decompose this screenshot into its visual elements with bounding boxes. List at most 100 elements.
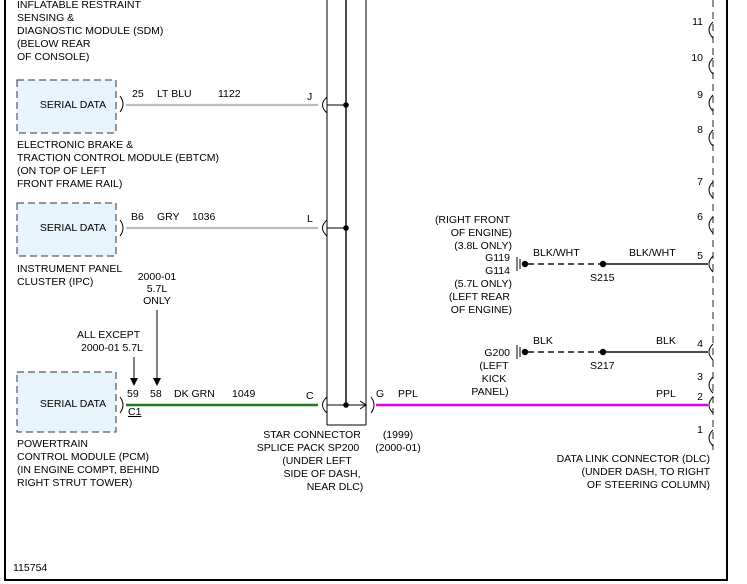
svg-text:ELECTRONIC BRAKE &: ELECTRONIC BRAKE & [17,139,133,151]
svg-text:SIDE OF DASH,: SIDE OF DASH, [283,468,360,480]
ipc-module-box [16,202,117,257]
svg-text:SENSING &: SENSING & [17,12,74,24]
svg-text:NEAR DLC): NEAR DLC) [307,481,364,493]
blk-wht-left-label: BLK/WHT [533,247,580,259]
dlc-pin-cavity-6 [708,216,714,234]
g200-location-label: (LEFT KICK PANEL) [471,360,509,398]
ipc-connector-mark [119,219,124,237]
svg-text:PANEL): PANEL) [471,386,508,398]
svg-text:DATA LINK CONNECTOR (DLC): DATA LINK CONNECTOR (DLC) [557,453,710,465]
svg-text:(UNDER DASH, TO RIGHT: (UNDER DASH, TO RIGHT [581,466,710,478]
svg-text:POWERTRAIN: POWERTRAIN [17,438,88,450]
pcm-connector-mark [119,396,124,414]
g114-label: G114 [485,265,510,277]
ebtcm-wire-color: LT BLU [157,88,192,100]
pcm-splice-pin: C [306,390,314,402]
dlc-pin-number-3: 3 [697,371,703,383]
ipc-pin: B6 [131,211,144,223]
svg-text:(LEFT REAR: (LEFT REAR [449,291,510,303]
dlc-pin-number-7: 7 [697,176,703,188]
pcm-connector-id: C1 [128,406,142,418]
svg-text:(5.7L ONLY): (5.7L ONLY) [454,278,512,290]
dlc-pin-number-5: 5 [697,250,703,262]
svg-text:(IN ENGINE COMPT, BEHIND: (IN ENGINE COMPT, BEHIND [17,464,160,476]
dlc-pin-cavity-11 [708,21,714,39]
ebtcm-label: ELECTRONIC BRAKE & TRACTION CONTROL MODU… [17,139,219,190]
sdm-label: INFLATABLE RESTRAINT SENSING & DIAGNOSTI… [17,0,163,63]
ground-symbol-g200 [516,345,529,359]
svg-text:OF ENGINE): OF ENGINE) [451,304,512,316]
dlc-pin-number-10: 10 [691,52,703,64]
splice-pack-bus [326,0,367,426]
dlc-pin-cavity-10 [708,57,714,75]
svg-text:2000-01: 2000-01 [138,271,177,283]
ebtcm-splice-connector [322,96,328,114]
pcm-serial-data-label: SERIAL DATA [40,398,106,410]
ebtcm-connector-mark [119,95,124,113]
svg-text:(2000-01): (2000-01) [375,442,421,454]
splice-pack-years: (1999) (2000-01) [375,429,421,454]
dlc-pin-cavity-8 [708,129,714,147]
diagram-frame [4,0,728,581]
svg-text:(LEFT: (LEFT [479,360,509,372]
pcm-note-5-7l-only: 2000-01 5.7L ONLY [138,271,177,307]
svg-text:CLUSTER (IPC): CLUSTER (IPC) [17,276,93,288]
dlc-pin-number-11: 11 [692,16,703,28]
g119-location-label: (RIGHT FRONT OF ENGINE) (3.8L ONLY) [435,214,512,252]
splice-g-connector [370,396,375,414]
ebtcm-circuit-number: 1122 [218,88,241,100]
dlc-pin-number-2: 2 [697,391,703,403]
splice-s217 [599,348,607,356]
dlc-pin-number-4: 4 [697,338,703,350]
dlc-pin-cavity-2 [708,396,714,414]
svg-text:(3.8L ONLY): (3.8L ONLY) [454,240,512,252]
ebtcm-module-box [16,79,117,134]
svg-text:INFLATABLE RESTRAINT: INFLATABLE RESTRAINT [17,0,141,11]
dlc-pin-number-1: 1 [697,424,703,436]
svg-text:5.7L: 5.7L [147,283,168,295]
splice-pack-label: STAR CONNECTOR SPLICE PACK SP200 (UNDER … [257,429,364,493]
splice-out-wire-color: PPL [398,388,418,400]
ipc-wire-color: GRY [157,211,180,223]
svg-text:ONLY: ONLY [143,295,171,307]
svg-text:(RIGHT FRONT: (RIGHT FRONT [435,214,511,226]
ipc-splice-connector [322,219,328,237]
s215-label: S215 [590,272,615,284]
svg-text:OF CONSOLE): OF CONSOLE) [17,51,89,63]
svg-text:CONTROL MODULE (PCM): CONTROL MODULE (PCM) [17,451,149,463]
dlc-pin-cavity-3 [708,376,714,394]
g119-label: G119 [485,252,510,264]
dlc-pin-cavity-9 [708,94,714,112]
ebtcm-pin: 25 [132,88,144,100]
pcm-label: POWERTRAIN CONTROL MODULE (PCM) (IN ENGI… [17,438,160,489]
dlc-pin-number-9: 9 [697,89,703,101]
svg-text:DIAGNOSTIC MODULE (SDM): DIAGNOSTIC MODULE (SDM) [17,25,163,37]
dlc-pin-number-6: 6 [697,211,703,223]
dlc-label: DATA LINK CONNECTOR (DLC) (UNDER DASH, T… [557,453,711,491]
svg-text:TRACTION CONTROL MODULE (EBTCM: TRACTION CONTROL MODULE (EBTCM) [17,152,219,164]
svg-text:OF STEERING COLUMN): OF STEERING COLUMN) [587,479,710,491]
pcm-wire-color: DK GRN [174,388,215,400]
pcm-pin-59: 59 [127,388,139,400]
dlc-pin-cavity-5 [708,255,714,273]
dlc-pin-cavity-1 [708,429,714,447]
splice-out-pin: G [376,388,384,400]
dlc-wire-color: PPL [656,388,676,400]
ipc-splice-pin: L [307,213,313,225]
svg-text:(UNDER LEFT: (UNDER LEFT [282,455,352,467]
figure-id: 115754 [13,562,47,574]
svg-text:SPLICE PACK SP200: SPLICE PACK SP200 [257,442,360,454]
ebtcm-serial-data-label: SERIAL DATA [40,99,106,111]
svg-text:ALL EXCEPT: ALL EXCEPT [77,329,141,341]
ipc-serial-data-label: SERIAL DATA [40,222,106,234]
pcm-splice-connector [322,396,328,414]
pcm-module-box [16,371,117,433]
blk-right-label: BLK [656,335,676,347]
svg-text:STAR CONNECTOR: STAR CONNECTOR [263,429,361,441]
splice-s215 [599,260,607,268]
g114-location-label: (5.7L ONLY) (LEFT REAR OF ENGINE) [449,278,512,316]
svg-text:KICK: KICK [482,373,507,385]
svg-text:(BELOW REAR: (BELOW REAR [17,38,91,50]
